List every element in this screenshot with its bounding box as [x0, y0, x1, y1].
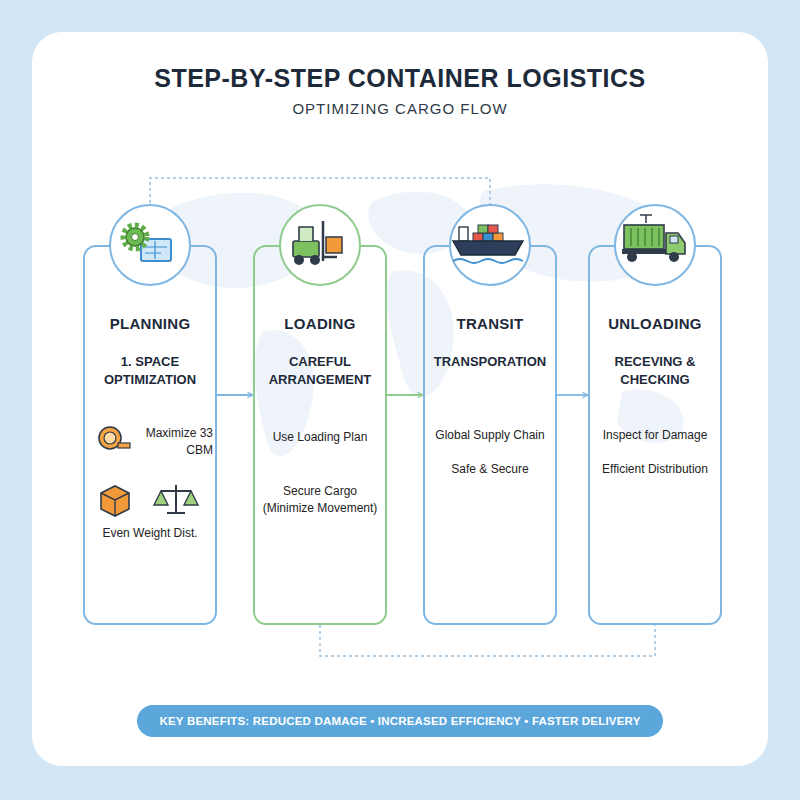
step-heading: UNLOADING [596, 315, 714, 333]
step-subheading: 1. SPACE OPTIMIZATION [91, 353, 209, 388]
benefits-banner: KEY BENEFITS: REDUCED DAMAGE • INCREASED… [137, 705, 663, 737]
text-slot: OPTIMIZING CARGO FLOW [0, 100, 800, 117]
step-card: UNLOADING RECEVING & CHECKING Inspect for … [588, 245, 722, 625]
flow-arrow [557, 394, 588, 396]
text-slot: Maximize 33 CBM [133, 425, 213, 459]
planning-icon [83, 197, 217, 627]
step-detail: Maximize 33 CBM [133, 425, 213, 459]
subtitle: OPTIMIZING CARGO FLOW [0, 100, 800, 117]
text-slot: Global Supply Chain [431, 427, 549, 444]
step-detail: Inspect for Damage [596, 427, 714, 444]
step-detail: Even Weight Dist. [91, 525, 209, 542]
text-slot: RECEVING & CHECKING [596, 353, 714, 388]
text-slot: Secure Cargo (Minimize Movement) [261, 483, 379, 517]
step-subheading: CAREFUL ARRANGEMENT [261, 353, 379, 388]
flow-arrow [217, 394, 253, 396]
text-slot: TRANSIT [431, 315, 549, 333]
text-slot: LOADING [261, 315, 379, 333]
text-slot: UNLOADING [596, 315, 714, 333]
transit-icon [423, 197, 557, 627]
text-slot: 1. SPACE OPTIMIZATION [91, 353, 209, 388]
diagram-title: STEP-BY-STEP CONTAINER LOGISTICS [0, 64, 800, 93]
text-slot: CAREFUL ARRANGEMENT [261, 353, 379, 388]
step-card: TRANSIT TRANSPORATION Global Supply ChainS… [423, 245, 557, 625]
text-slot: Safe & Secure [431, 461, 549, 478]
step-detail: Efficient Distribution [596, 461, 714, 478]
text-slot: Efficient Distribution [596, 461, 714, 478]
text-slot: STEP-BY-STEP CONTAINER LOGISTICS [0, 64, 800, 93]
step-heading: TRANSIT [431, 315, 549, 333]
text-slot: TRANSPORATION [431, 353, 549, 371]
step-subheading: TRANSPORATION [431, 353, 549, 371]
text-slot: Use Loading Plan [261, 429, 379, 446]
dotted-link [320, 625, 655, 656]
step-card: LOADING CAREFUL ARRANGEMENT Use Loading Pl… [253, 245, 387, 625]
loading-icon [253, 197, 387, 627]
step-detail: Safe & Secure [431, 461, 549, 478]
step-card: PLANNING 1. SPACE OPTIMIZATION Maximize 33… [83, 245, 217, 625]
step-detail: Use Loading Plan [261, 429, 379, 446]
step-detail: Secure Cargo (Minimize Movement) [261, 483, 379, 517]
dotted-link [150, 178, 490, 245]
text-slot: Even Weight Dist. [91, 525, 209, 542]
step-detail: Global Supply Chain [431, 427, 549, 444]
text-slot: KEY BENEFITS: REDUCED DAMAGE • INCREASED… [159, 705, 640, 737]
step-heading: PLANNING [91, 315, 209, 333]
step-heading: LOADING [261, 315, 379, 333]
banner-text: KEY BENEFITS: REDUCED DAMAGE • INCREASED… [159, 705, 640, 737]
flow-arrow [387, 394, 423, 396]
text-slot: Inspect for Damage [596, 427, 714, 444]
text-slot: PLANNING [91, 315, 209, 333]
unloading-icon [588, 197, 722, 627]
step-subheading: RECEVING & CHECKING [596, 353, 714, 388]
